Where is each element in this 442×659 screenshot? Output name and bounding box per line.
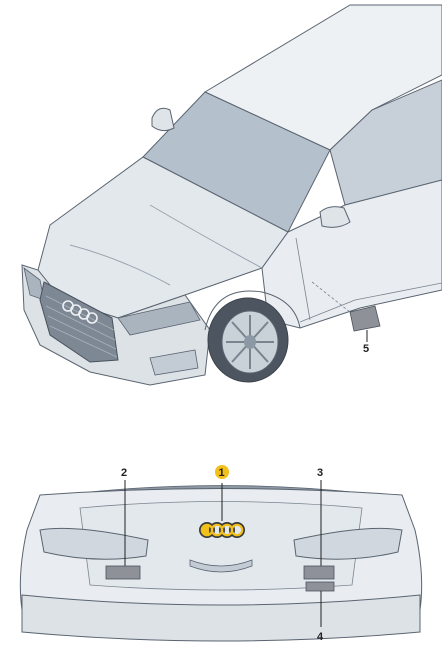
right-headlight	[117, 301, 201, 336]
door-line	[295, 237, 311, 321]
rear-four-rings-icon	[199, 522, 245, 538]
callout-label-2: 2	[121, 467, 127, 479]
label-patch-3	[303, 565, 335, 580]
left-mirror	[151, 107, 175, 132]
hood-crease-2	[149, 204, 263, 269]
callout-label-1: 1	[219, 467, 225, 479]
front-car-view: 5	[21, 4, 442, 386]
wheel-arch	[204, 290, 301, 331]
right-mirror	[319, 206, 351, 228]
label-patch-2	[105, 565, 141, 580]
left-taillight	[39, 527, 149, 560]
front-wheel	[207, 297, 289, 383]
side-body	[261, 179, 442, 329]
trunk-handle	[189, 559, 253, 573]
front-four-rings-icon	[62, 300, 98, 324]
callout-label-4: 4	[317, 631, 324, 643]
callout-highlight-1	[215, 465, 229, 479]
callout-label-5: 5	[363, 343, 369, 355]
hood-crease	[69, 244, 171, 286]
leader-dashed-5	[311, 281, 351, 313]
trunk-lid	[79, 501, 363, 591]
side-sill	[299, 282, 442, 323]
label-patch-5	[349, 305, 381, 332]
side-window	[329, 79, 442, 206]
fog-light	[149, 349, 199, 376]
callout-label-3: 3	[317, 467, 323, 479]
rear-car-view: 1 2 3 4	[19, 465, 423, 643]
label-patch-4	[305, 581, 335, 592]
